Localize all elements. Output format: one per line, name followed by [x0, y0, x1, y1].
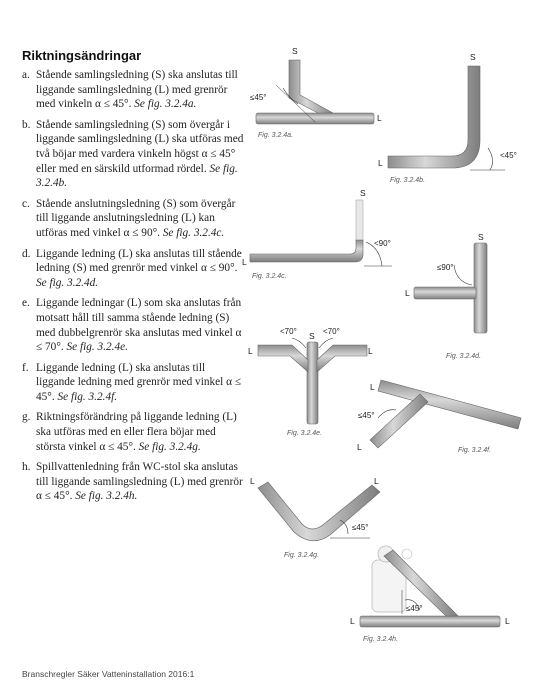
figure-caption: Fig. 3.2.4b. — [390, 177, 425, 184]
item-text: Spillvattenledning från WC-stol ska ansl… — [36, 461, 243, 503]
figure-reference: Se fig. 3.2.4a. — [134, 98, 197, 111]
figure-reference: Se fig. 3.2.4c. — [162, 226, 225, 239]
item-letter: f. — [22, 361, 29, 374]
item-text: Riktningsförändring på liggande ledning … — [36, 411, 237, 453]
figure-3-2-4c: S L <90° Fig. 3.2.4c. — [242, 188, 392, 280]
label-l-right: L — [374, 476, 379, 486]
label-s: S — [478, 232, 484, 242]
figure-reference: Se fig. 3.2.4f. — [57, 390, 118, 403]
label-s: S — [360, 188, 366, 198]
item-text: Liggande ledning (L) ska anslutas till s… — [36, 247, 242, 275]
list-item: a. Stående samlingsledning (S) ska anslut… — [22, 68, 244, 112]
label-l: L — [378, 158, 383, 168]
angle-label: ≤45° — [250, 93, 267, 102]
angle-label: <90° — [374, 239, 391, 248]
label-l-top: L — [370, 382, 375, 392]
figure-3-2-4e: S L L <70° <70° Fig. 3.2.4e. — [248, 327, 373, 437]
figure-caption: Fig. 3.2.4g. — [284, 552, 319, 559]
figure-3-2-4f: L L ≤45° Fig. 3.2.4f. — [357, 379, 522, 454]
label-s: S — [309, 331, 315, 341]
angle-label: ≤45° — [352, 523, 369, 532]
angle-label: <45° — [500, 151, 517, 160]
figure-3-2-4h: L L ≤45° Fig. 3.2.4h. — [350, 545, 510, 643]
label-l: L — [242, 257, 247, 267]
figure-reference: Se fig. 3.2.4g. — [138, 440, 201, 453]
section-heading: Riktningsändringar — [22, 48, 142, 63]
item-text: Stående samlingsledning (S) ska anslutas… — [36, 69, 238, 111]
figure-caption: Fig. 3.2.4a. — [258, 132, 293, 139]
instruction-list: a. Stående samlingsledning (S) ska anslut… — [22, 68, 244, 510]
item-text: Stående anslutningsledning (S) som överg… — [36, 197, 236, 239]
label-s: S — [470, 52, 476, 62]
list-item: d. Liggande ledning (L) ska anslutas till… — [22, 247, 244, 291]
item-letter: d. — [22, 247, 31, 260]
label-l-left: L — [350, 616, 355, 626]
item-letter: g. — [22, 411, 31, 424]
label-l-left: L — [250, 476, 255, 486]
label-s: S — [292, 46, 298, 56]
label-l: L — [405, 288, 410, 298]
figure-caption: Fig. 3.2.4e. — [287, 430, 322, 437]
angle-label: ≤45° — [358, 411, 375, 420]
item-text: Stående samlingsledning (S) som övergår … — [36, 118, 244, 175]
item-letter: c. — [22, 197, 30, 210]
figure-reference: Se fig. 3.2.4h. — [75, 490, 138, 503]
angle-label: ≤45° — [406, 604, 423, 613]
figure-reference: Se fig. 3.2.4d. — [36, 276, 99, 289]
figure-reference: Se fig. 3.2.4b. — [36, 162, 238, 190]
figure-3-2-4b: S L <45° Fig. 3.2.4b. — [378, 52, 517, 184]
list-item: c. Stående anslutningsledning (S) som öve… — [22, 197, 244, 241]
item-letter: a. — [22, 69, 30, 81]
item-letter: h. — [22, 461, 31, 474]
figure-reference: Se fig. 3.2.4e. — [66, 341, 129, 354]
list-item: e. Liggande ledningar (L) som ska ansluta… — [22, 296, 244, 354]
list-item: b. Stående samlingsledning (S) som övergå… — [22, 118, 244, 191]
page-footer: Branschregler Säker Vatteninstallation 2… — [22, 669, 195, 679]
figure-3-2-4a: S L ≤45° Fig. 3.2.4a. — [250, 46, 382, 139]
label-l-left: L — [248, 346, 253, 356]
list-item: h. Spillvattenledning från WC-stol ska an… — [22, 460, 244, 504]
label-l: L — [377, 113, 382, 123]
item-letter: e. — [22, 297, 30, 310]
item-text: Liggande ledning (L) ska anslutas till l… — [36, 361, 242, 403]
list-item: g. Riktningsförändring på liggande lednin… — [22, 410, 244, 454]
item-letter: b. — [22, 118, 31, 131]
list-item: f. Liggande ledning (L) ska anslutas till… — [22, 361, 244, 405]
figure-caption: Fig. 3.2.4d. — [446, 353, 481, 360]
figure-3-2-4d: S L ≤90° Fig. 3.2.4d. — [405, 232, 488, 360]
label-l-bottom: L — [357, 442, 362, 452]
item-text: Liggande ledningar (L) som ska anslutas … — [36, 297, 242, 354]
figure-caption: Fig. 3.2.4f. — [458, 447, 491, 454]
angle-label-left: <70° — [280, 327, 297, 336]
label-l-right: L — [505, 616, 510, 626]
figure-caption: Fig. 3.2.4c. — [252, 273, 287, 280]
label-l-right: L — [368, 346, 373, 356]
figure-3-2-4g: L L ≤45° Fig. 3.2.4g. — [250, 476, 381, 559]
angle-label: ≤90° — [437, 263, 454, 272]
angle-label-right: <70° — [323, 327, 340, 336]
figure-caption: Fig. 3.2.4h. — [363, 636, 398, 643]
